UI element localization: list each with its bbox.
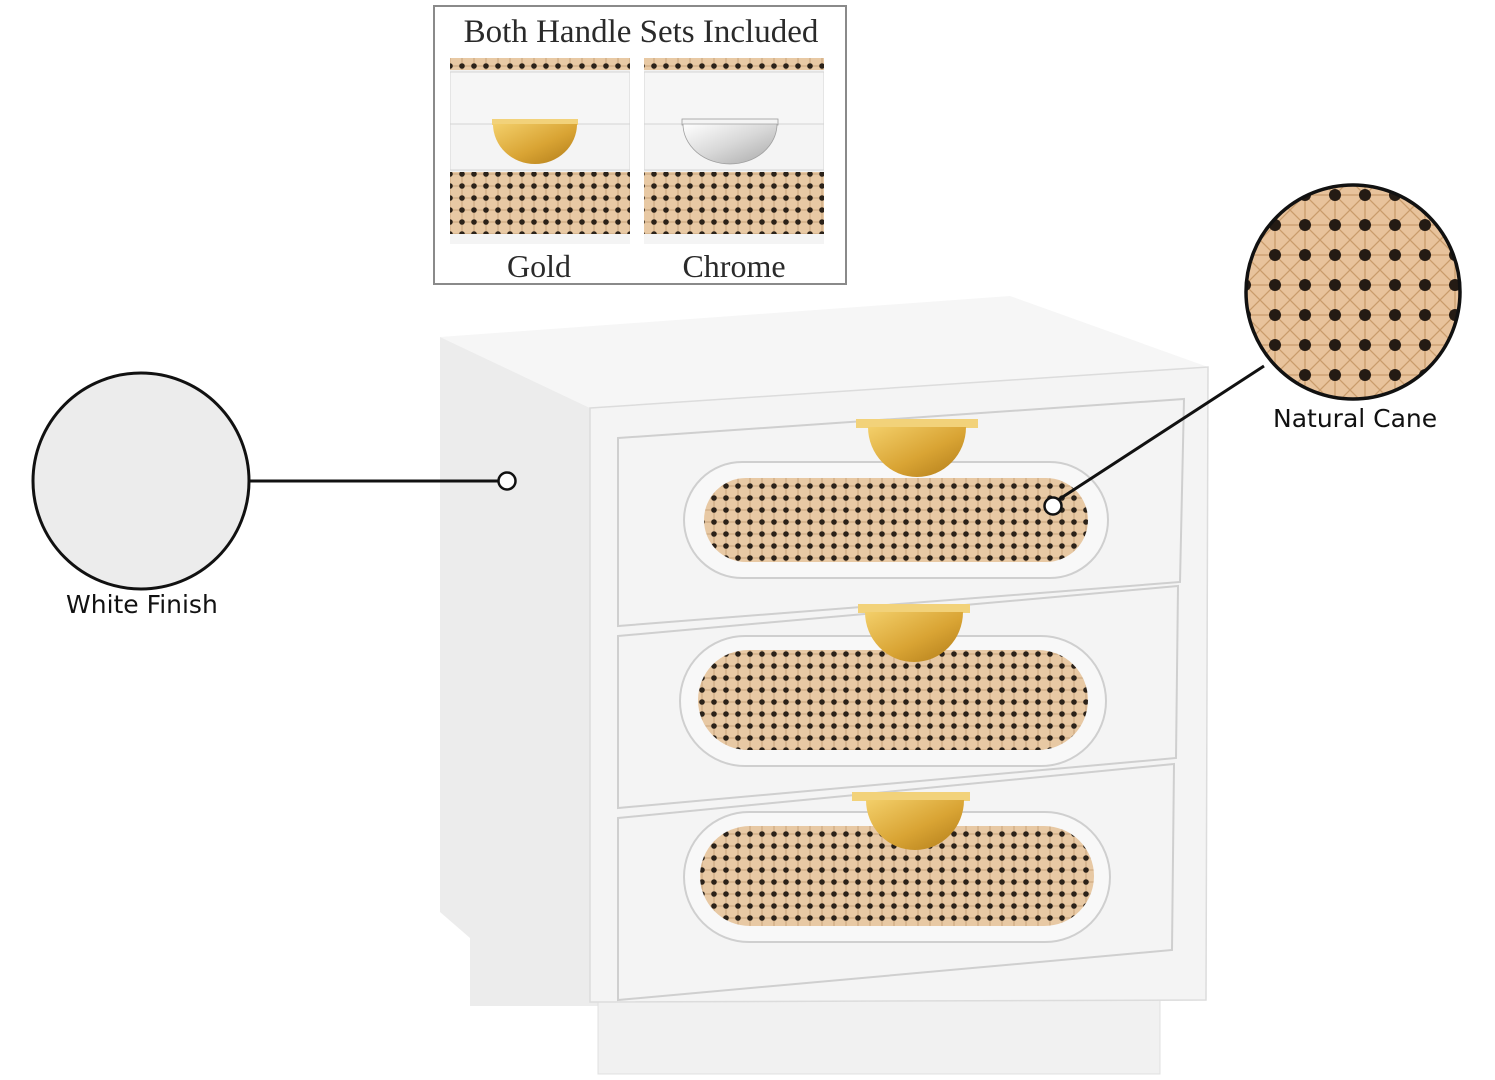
chrome-handle-label: Chrome: [682, 248, 786, 284]
natural-cane-swatch: [1246, 185, 1460, 399]
handle-comparison-box: [433, 5, 847, 285]
gold-handle-label: Gold: [507, 248, 571, 284]
natural-cane-callout: [1043, 183, 1462, 516]
drawer-middle: [617, 584, 1180, 810]
natural-cane-label: Natural Cane: [1273, 404, 1438, 433]
drawer-top: [617, 397, 1186, 628]
chrome-handle-preview: [644, 58, 824, 244]
natural-cane-marker: [1043, 496, 1063, 516]
white-finish-label: White Finish: [66, 590, 218, 619]
white-finish-swatch: [31, 371, 251, 591]
white-finish-callout: [31, 371, 517, 591]
handle-box-title: Both Handle Sets Included: [463, 14, 819, 50]
gold-handle-preview: [450, 58, 630, 244]
drawer-bottom: [617, 762, 1176, 1002]
nightstand: [440, 296, 1209, 1075]
white-finish-marker: [497, 471, 517, 491]
